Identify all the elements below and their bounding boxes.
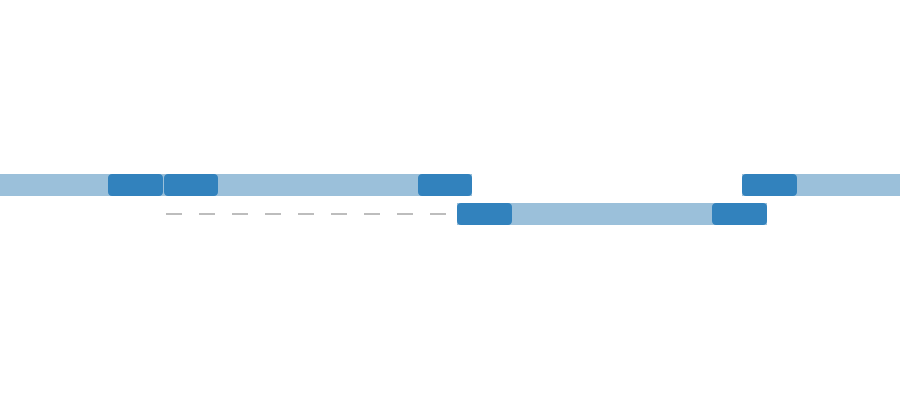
block-2[interactable] (164, 174, 218, 196)
block-3[interactable] (418, 174, 472, 196)
block-6[interactable] (742, 174, 797, 196)
block-5[interactable] (712, 203, 767, 225)
track-segment-b (457, 203, 767, 225)
block-4[interactable] (457, 203, 512, 225)
block-1[interactable] (108, 174, 163, 196)
